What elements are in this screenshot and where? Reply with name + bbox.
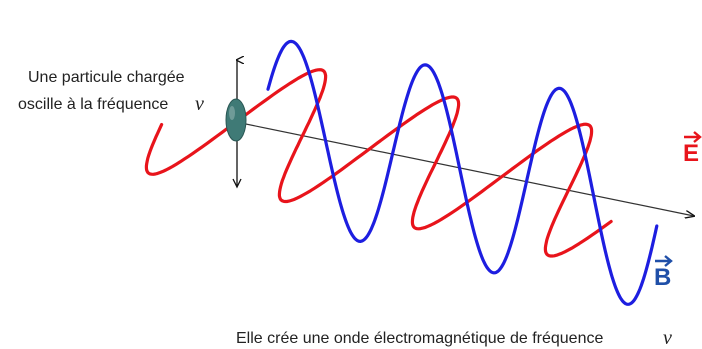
- charged-particle: [226, 99, 246, 141]
- particle-label-line2: oscille à la fréquence: [18, 96, 168, 113]
- svg-text:E: E: [683, 140, 699, 167]
- magnetic-field-label: B: [654, 256, 671, 291]
- electric-field-wave: [146, 70, 611, 256]
- wave-frequency-symbol: ν: [663, 327, 672, 349]
- particle-label-line1: Une particule chargée: [28, 69, 185, 86]
- particle-frequency-symbol: ν: [195, 93, 204, 115]
- electric-field-label: E: [683, 132, 700, 167]
- svg-text:B: B: [654, 264, 671, 291]
- charged-particle-highlight: [229, 106, 235, 120]
- wave-caption: Elle crée une onde électromagnétique de …: [236, 330, 603, 347]
